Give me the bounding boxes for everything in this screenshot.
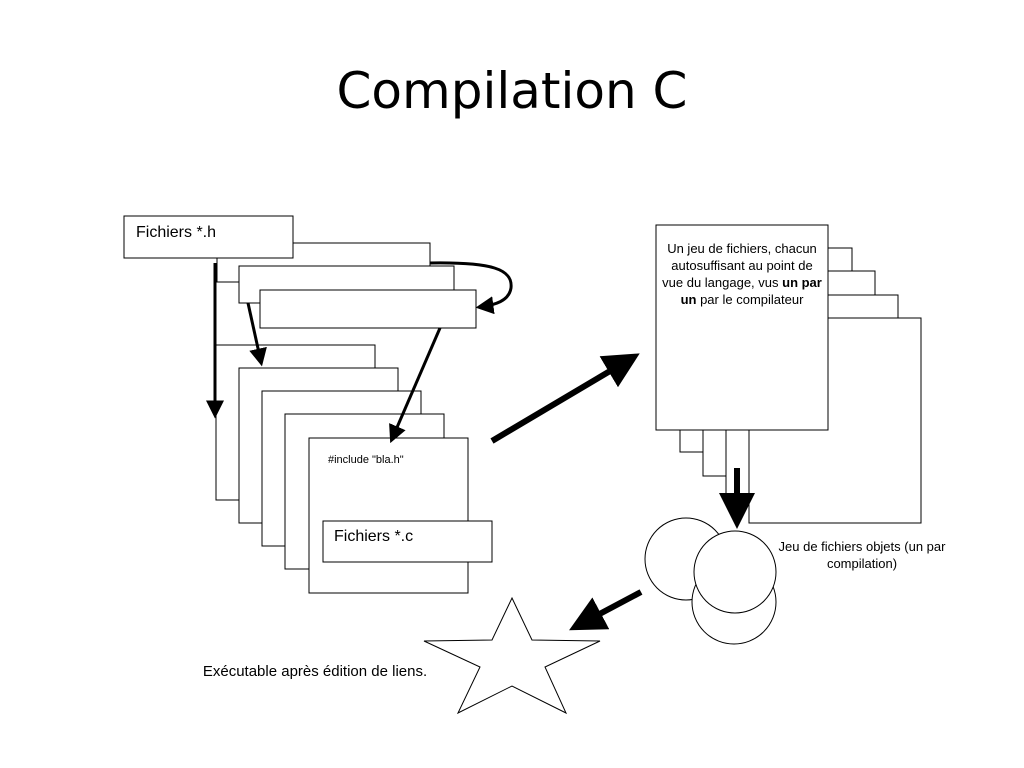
executable-star <box>423 596 601 715</box>
link-arrow <box>569 589 643 631</box>
header-file-page <box>259 289 477 329</box>
header-files-label: Fichiers *.h <box>136 224 217 241</box>
object-file-circle <box>693 530 777 614</box>
include-directive: #include "bla.h" <box>328 454 404 466</box>
source-files-label: Fichiers *.c <box>334 528 414 545</box>
header-files-box <box>123 215 294 259</box>
object-files-label: Jeu de fichiers objets (un par compilati… <box>778 539 946 571</box>
source-files-box <box>322 520 493 563</box>
object-files <box>644 517 777 645</box>
preprocess-arrow <box>490 353 640 444</box>
include-arrow-to-source <box>389 327 442 444</box>
slide-title: Compilation C <box>336 62 688 120</box>
source-file-page-front <box>308 437 469 594</box>
header-include-curve-arrow <box>429 261 513 315</box>
header-file-stack <box>216 242 477 329</box>
translation-unit-stack <box>655 224 922 524</box>
translation-units-text-2: par le compilateur <box>696 292 804 307</box>
translation-units-text-1: Un jeu de fichiers, chacun autosuffisant… <box>662 241 817 290</box>
include-arrow-diagonal <box>246 302 267 367</box>
executable-label: Exécutable après édition de liens. <box>202 663 428 680</box>
source-file-stack <box>215 344 469 594</box>
translation-unit-page-front <box>655 224 829 431</box>
translation-units-description: Un jeu de fichiers, chacun autosuffisant… <box>662 240 822 308</box>
translation-units-text-bold: un par un <box>680 275 822 307</box>
